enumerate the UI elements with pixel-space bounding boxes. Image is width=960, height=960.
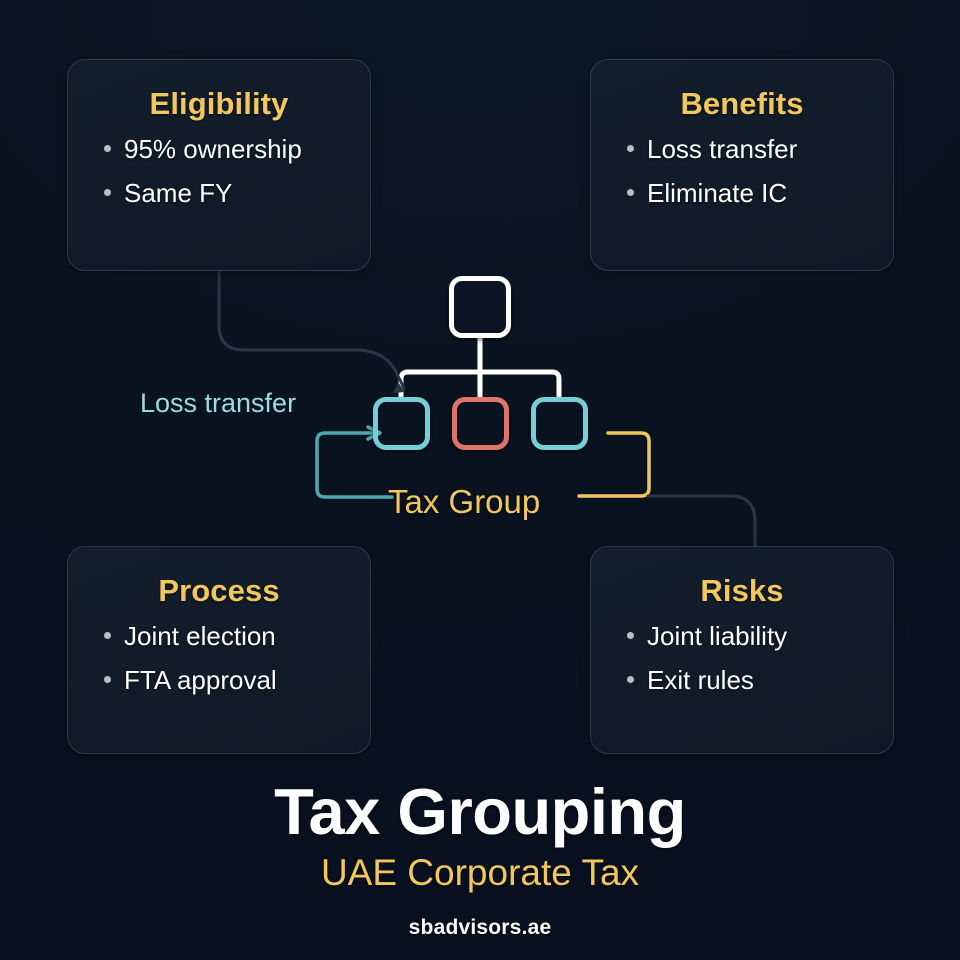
bracket-loss-transfer-teal	[315, 431, 394, 499]
list-item-label: FTA approval	[124, 665, 277, 695]
org-node-child-1	[373, 397, 430, 450]
label-tax-group: Tax Group	[388, 483, 541, 520]
list-item: Loss transfer	[627, 136, 893, 162]
list-item-label: Same FY	[124, 178, 233, 208]
card-risks-list: Joint liability Exit rules	[591, 623, 893, 711]
list-item-label: 95% ownership	[124, 134, 302, 164]
bracket-group-yellow	[577, 431, 651, 498]
org-node-child-2	[452, 397, 509, 450]
bullet-dot-icon	[627, 632, 634, 639]
annotation-loss-transfer: Loss transfer	[140, 388, 297, 418]
org-node-parent	[449, 276, 511, 338]
list-item-label: Eliminate IC	[647, 178, 788, 208]
list-item: Exit rules	[627, 667, 893, 693]
bullet-dot-icon	[627, 676, 634, 683]
site-url: sbadvisors.ae	[408, 916, 552, 940]
card-eligibility[interactable]: Eligibility 95% ownership Same FY	[67, 59, 371, 271]
card-benefits-list: Loss transfer Eliminate IC	[591, 136, 893, 224]
card-process-title: Process	[158, 573, 280, 608]
card-process-list: Joint election FTA approval	[68, 623, 370, 711]
card-risks-title: Risks	[700, 573, 784, 608]
card-benefits[interactable]: Benefits Loss transfer Eliminate IC	[590, 59, 894, 271]
list-item: FTA approval	[104, 667, 370, 693]
bullet-dot-icon	[627, 189, 634, 196]
page-subtitle: UAE Corporate Tax	[320, 852, 640, 894]
list-item: Joint liability	[627, 623, 893, 649]
card-process[interactable]: Process Joint election FTA approval	[67, 546, 371, 754]
page-title: Tax Grouping	[274, 775, 686, 848]
bullet-dot-icon	[104, 145, 111, 152]
list-item-label: Joint election	[124, 621, 276, 651]
list-item-label: Joint liability	[647, 621, 788, 651]
list-item-label: Loss transfer	[647, 134, 798, 164]
bullet-dot-icon	[627, 145, 634, 152]
card-benefits-title: Benefits	[680, 86, 804, 121]
card-eligibility-list: 95% ownership Same FY	[68, 136, 370, 224]
card-risks[interactable]: Risks Joint liability Exit rules	[590, 546, 894, 754]
bullet-dot-icon	[104, 676, 111, 683]
footer-block: Tax Grouping UAE Corporate Tax sbadvisor…	[0, 775, 960, 940]
list-item: 95% ownership	[104, 136, 370, 162]
org-node-child-3	[531, 397, 588, 450]
list-item: Joint election	[104, 623, 370, 649]
list-item: Eliminate IC	[627, 180, 893, 206]
list-item-label: Exit rules	[647, 665, 754, 695]
card-eligibility-title: Eligibility	[149, 86, 289, 121]
bullet-dot-icon	[104, 632, 111, 639]
bullet-dot-icon	[104, 189, 111, 196]
list-item: Same FY	[104, 180, 370, 206]
bracket-loss-transfer-arrowhead	[366, 425, 382, 441]
